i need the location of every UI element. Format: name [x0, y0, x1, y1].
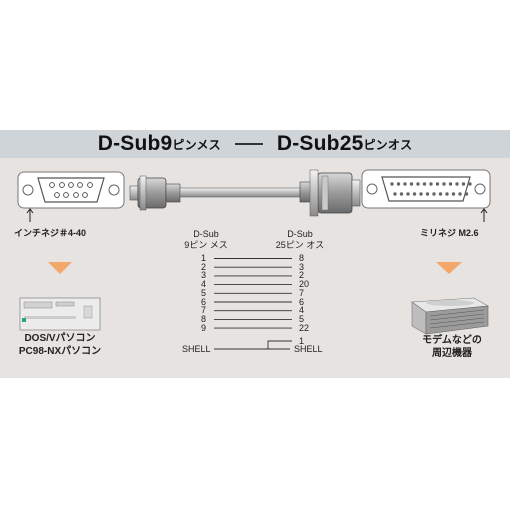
modem-illustration [411, 297, 489, 335]
right-device-caption: モデムなどの 周辺機器 [392, 334, 510, 360]
title-right-main: D-Sub25 [276, 132, 364, 155]
left-pin-7: 7 [201, 305, 207, 316]
pc-illustration [19, 297, 101, 331]
right-header-line1: D-Sub [287, 229, 313, 239]
right-pin-7: 7 [299, 287, 305, 298]
right-pin-6: 6 [299, 296, 305, 307]
right-pin-5: 5 [299, 313, 305, 324]
right-pin-2: 2 [299, 270, 305, 281]
title-left-main: D-Sub9 [97, 132, 173, 155]
title-left-small: ピンメス [172, 137, 221, 152]
left-device-caption: DOS/Vパソコン PC98-NXパソコン [0, 332, 120, 358]
right-screw-label: ミリネジ M2.6 [420, 228, 479, 238]
left-down-arrow [48, 262, 72, 274]
wiring-lines [214, 258, 292, 329]
left-pin-1: 1 [201, 253, 207, 263]
left-pin-6: 6 [201, 296, 207, 307]
right-pin-8: 8 [299, 253, 305, 263]
left-screw-label: インチネジ＃4-40 [14, 228, 87, 238]
right-pin-20: 20 [299, 279, 310, 290]
shell-lines [214, 340, 292, 350]
shell-left-label: SHELL [182, 344, 211, 354]
left-pin-5: 5 [201, 287, 207, 298]
right-pin-1: 1 [299, 336, 305, 346]
right-caption-line2: 周辺機器 [432, 348, 472, 359]
right-pin-22: 22 [299, 322, 310, 333]
left-pin-4: 4 [201, 279, 207, 290]
shell-right-label: SHELL [294, 344, 323, 354]
right-header-line2: 25ピン オス [275, 240, 325, 250]
title-right-small: ピンオス [363, 137, 413, 152]
left-caption-line2: PC98-NXパソコン [18, 346, 102, 357]
title-dash [234, 143, 263, 145]
right-pin-4: 4 [299, 305, 305, 316]
left-pin-8: 8 [201, 313, 207, 324]
db25-male-face [361, 169, 491, 209]
left-pin-2: 2 [201, 261, 207, 272]
cable-assembly [129, 169, 361, 217]
right-connector-header: D-Sub 25ピン オス [270, 229, 330, 251]
left-header-line1: D-Sub [193, 229, 219, 239]
db9-female-face [17, 171, 125, 209]
right-down-arrow [436, 262, 462, 274]
left-header-line2: 9ピン メス [184, 240, 228, 250]
right-pin-3: 3 [299, 261, 305, 272]
left-connector-header: D-Sub 9ピン メス [176, 229, 236, 251]
left-pin-3: 3 [201, 270, 207, 281]
left-pin-9: 9 [201, 322, 207, 333]
right-caption-line1: モデムなどの [422, 335, 482, 346]
title-bar: D-Sub9 ピンメス D-Sub25 ピンオス [0, 130, 510, 158]
left-caption-line1: DOS/Vパソコン [24, 333, 96, 344]
